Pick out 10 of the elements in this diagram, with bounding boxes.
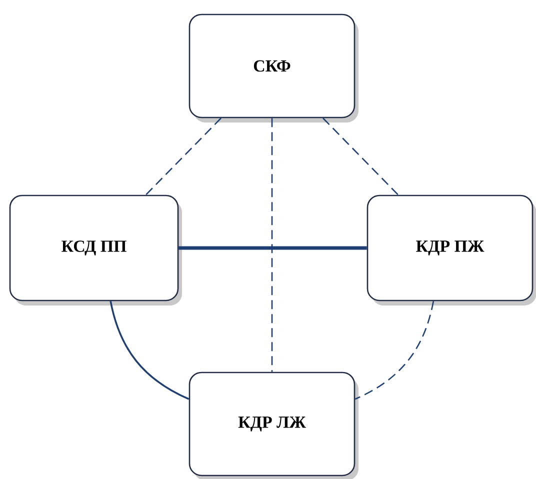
process-box: КСД ПП [9, 194, 182, 306]
process-box: СКФ [188, 14, 358, 122]
connector-line [354, 301, 434, 400]
connector-line [110, 300, 190, 400]
process-box: КДР ПЖ [366, 194, 536, 306]
process-box: КДР ЛЖ [188, 372, 358, 479]
connector-line [322, 118, 399, 196]
connector-line [271, 118, 273, 372]
connector-line [178, 246, 367, 250]
connector-line [145, 118, 222, 196]
